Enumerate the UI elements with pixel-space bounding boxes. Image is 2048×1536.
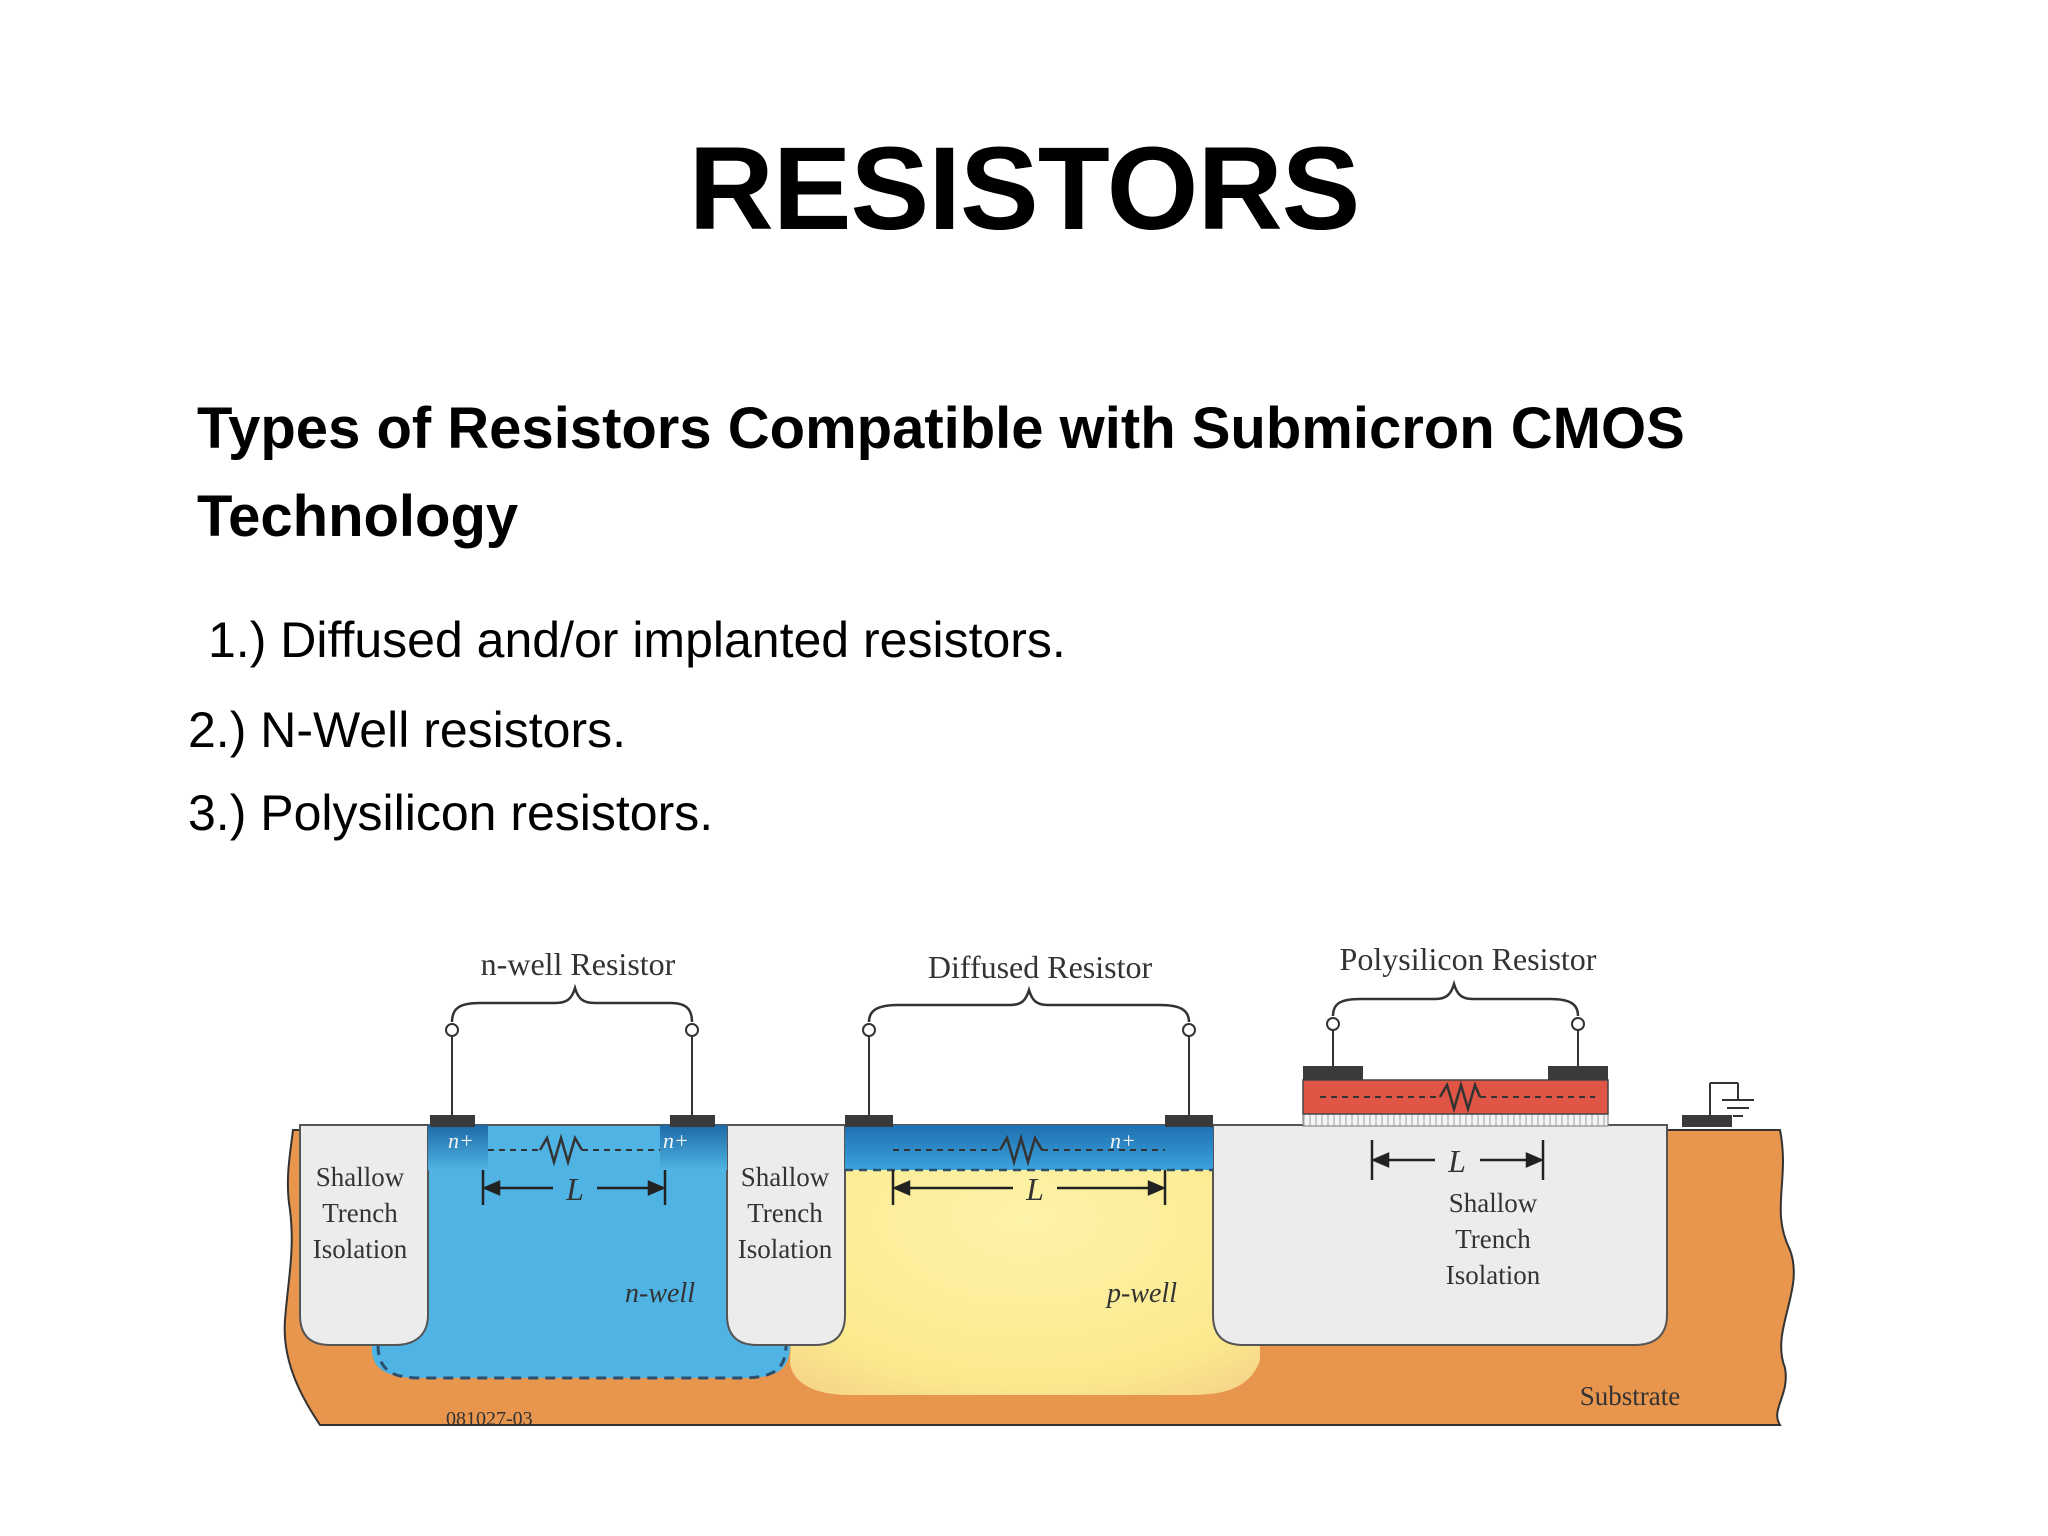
contact-poly-right [1548, 1066, 1608, 1080]
list-item-nwell: 2.) N-Well resistors. [188, 702, 627, 758]
brace-nwell [450, 983, 694, 1023]
label-diffused-resistor: Diffused Resistor [928, 949, 1153, 985]
poly-resistor-symbol [1438, 1080, 1482, 1114]
label-n-plus-right: n+ [663, 1128, 689, 1153]
label-p-well: p-well [1105, 1278, 1177, 1309]
label-sti-left-2: Trench [322, 1198, 398, 1228]
label-length-poly: L [1447, 1143, 1466, 1179]
subtitle-line-2: Technology [197, 484, 519, 549]
label-sti-left-1: Shallow [316, 1162, 405, 1192]
label-n-well: n-well [625, 1278, 695, 1309]
label-n-plus-diffused: n+ [1110, 1128, 1136, 1153]
label-poly-resistor: Polysilicon Resistor [1340, 941, 1597, 977]
brace-diffused [867, 985, 1191, 1023]
label-sti-middle-3: Isolation [738, 1234, 833, 1264]
contact-diffused-right [1165, 1115, 1213, 1127]
n-well-boundary [376, 1344, 788, 1380]
contact-nwell-left [430, 1115, 475, 1127]
ground-icon [1709, 1082, 1754, 1117]
label-sti-middle-1: Shallow [741, 1162, 830, 1192]
subtitle-line-1: Types of Resistors Compatible with Submi… [197, 396, 1685, 461]
label-figure-code: 081027-03 [446, 1408, 533, 1430]
list-item-polysilicon: 3.) Polysilicon resistors. [188, 785, 714, 841]
brace-poly [1331, 979, 1580, 1017]
label-length-nwell: L [565, 1171, 584, 1207]
contact-substrate [1682, 1115, 1732, 1127]
label-sti-middle-2: Trench [747, 1198, 823, 1228]
label-length-diffused: L [1025, 1171, 1044, 1207]
label-n-plus-left: n+ [448, 1128, 474, 1153]
n-plus-left [428, 1125, 488, 1170]
contact-poly-left [1303, 1066, 1363, 1080]
n-plus-right [660, 1125, 727, 1170]
slide-title: RESISTORS [688, 123, 1361, 255]
contact-diffused-left [845, 1115, 893, 1127]
n-well-region [371, 1125, 790, 1378]
label-sti-right-3: Isolation [1446, 1260, 1541, 1290]
slide-subtitle: Types of Resistors Compatible with Submi… [197, 385, 1797, 561]
label-nwell-resistor: n-well Resistor [481, 946, 676, 982]
sti-right [1212, 1124, 1668, 1346]
label-sti-right-1: Shallow [1449, 1188, 1538, 1218]
nwell-resistor-symbol [538, 1133, 584, 1167]
poly-oxide [1302, 1112, 1609, 1127]
sti-left [299, 1124, 429, 1346]
label-sti-left-3: Isolation [313, 1234, 408, 1264]
label-sti-right-2: Trench [1455, 1224, 1531, 1254]
sti-middle [726, 1124, 846, 1346]
diffused-resistor-symbol [998, 1133, 1044, 1167]
label-substrate: Substrate [1580, 1381, 1681, 1411]
diffused-layer [845, 1125, 1213, 1170]
list-item-diffused: 1.) Diffused and/or implanted resistors. [208, 612, 1066, 668]
contact-nwell-right [670, 1115, 715, 1127]
